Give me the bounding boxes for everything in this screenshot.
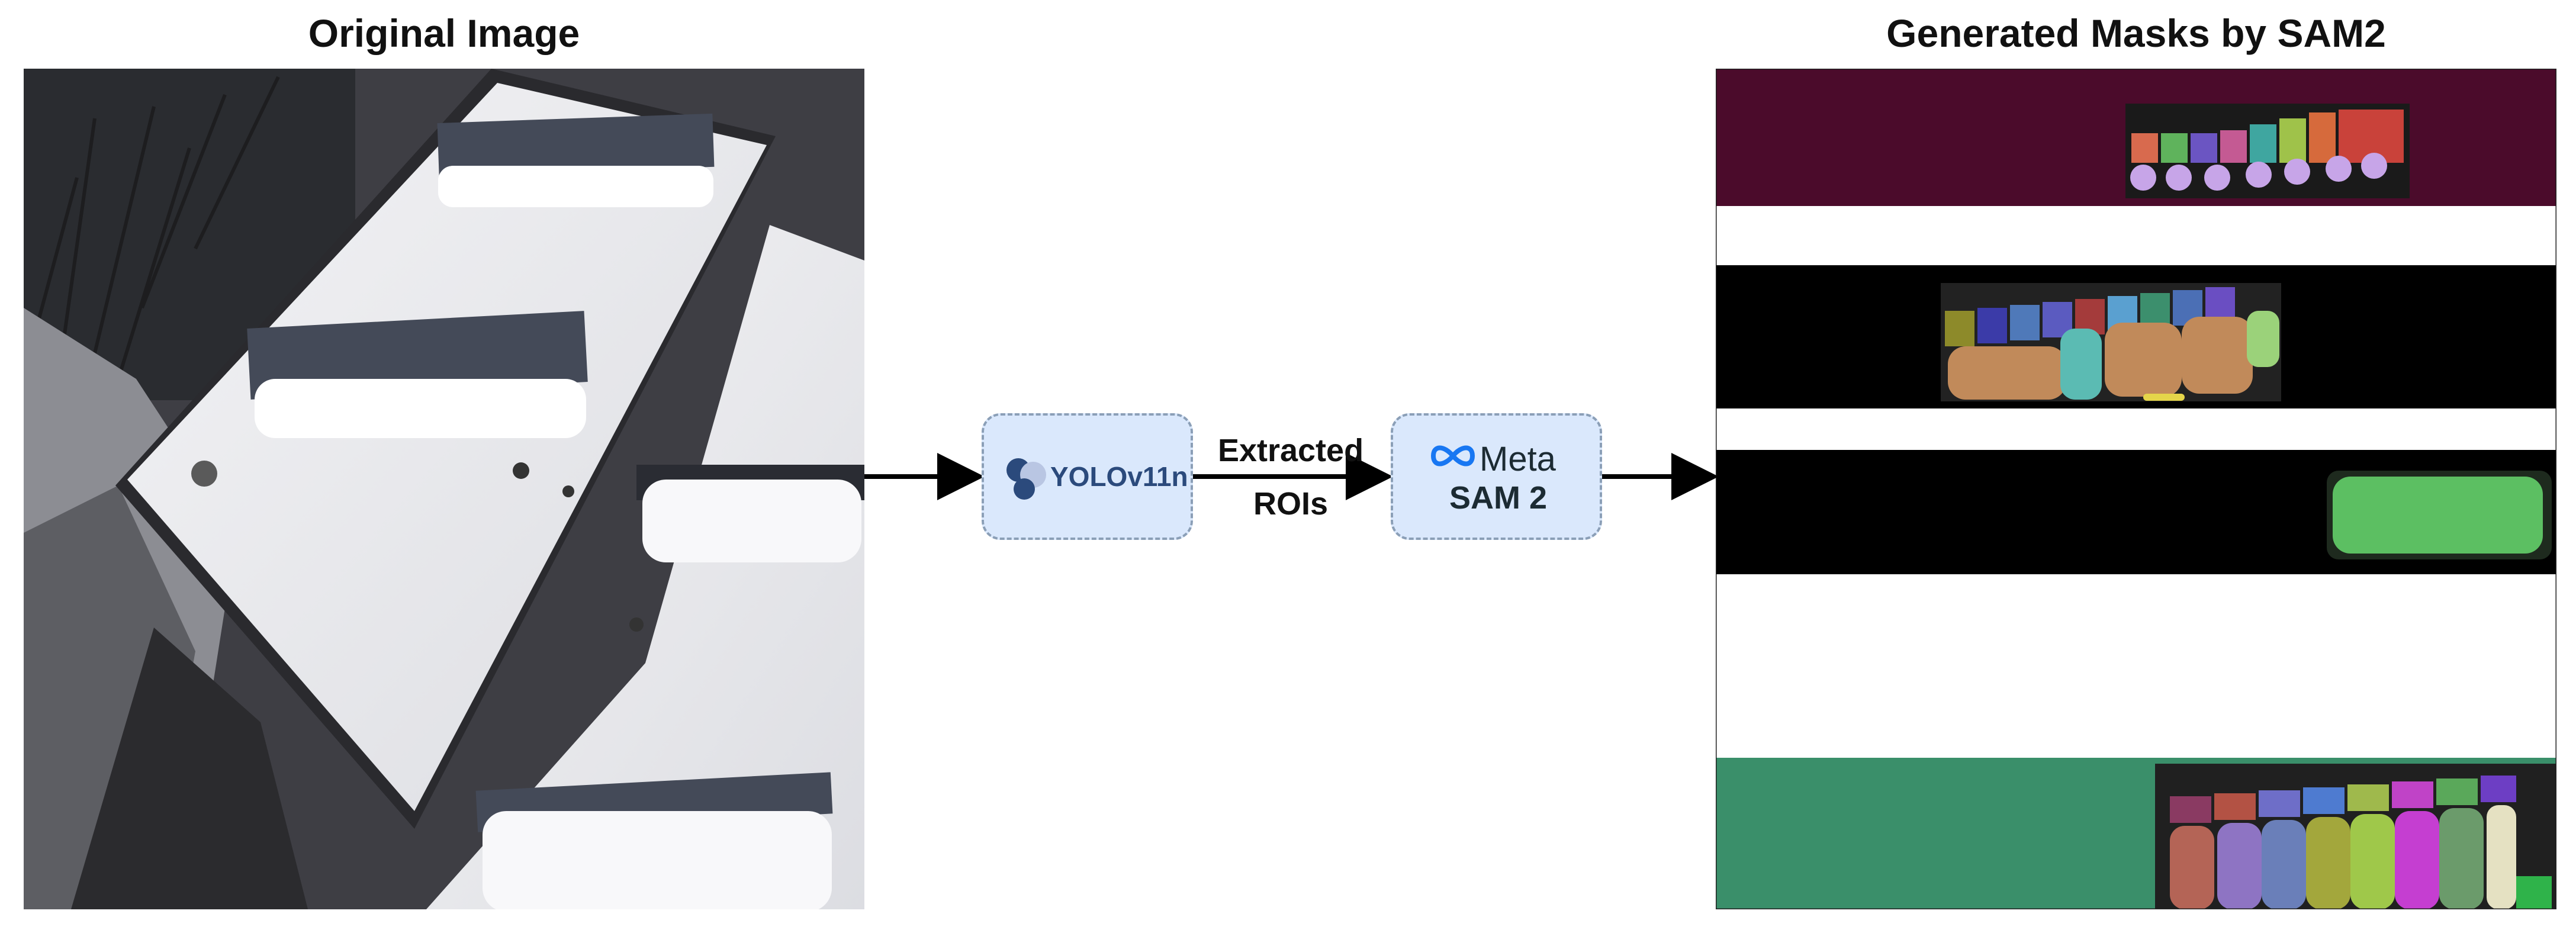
edge-label-extracted: Extracted (1217, 433, 1364, 468)
yolo-label: YOLOv11n (1050, 461, 1188, 492)
meta-infinity-logo-icon (1430, 445, 1475, 466)
original-image (24, 69, 864, 909)
masks-title: Generated Masks by SAM2 (1886, 11, 2386, 55)
yolo-node: YOLOv11n (982, 413, 1193, 540)
original-image-title: Original Image (308, 11, 580, 55)
meta-brand: Meta (1480, 440, 1556, 478)
generated-masks-image (1716, 69, 2556, 909)
edge-label-rois: ROIs (1253, 486, 1329, 522)
sam-node: Meta SAM 2 (1391, 413, 1602, 540)
sam-label: SAM 2 (1449, 480, 1548, 516)
yolo-logo-icon (1006, 458, 1046, 500)
